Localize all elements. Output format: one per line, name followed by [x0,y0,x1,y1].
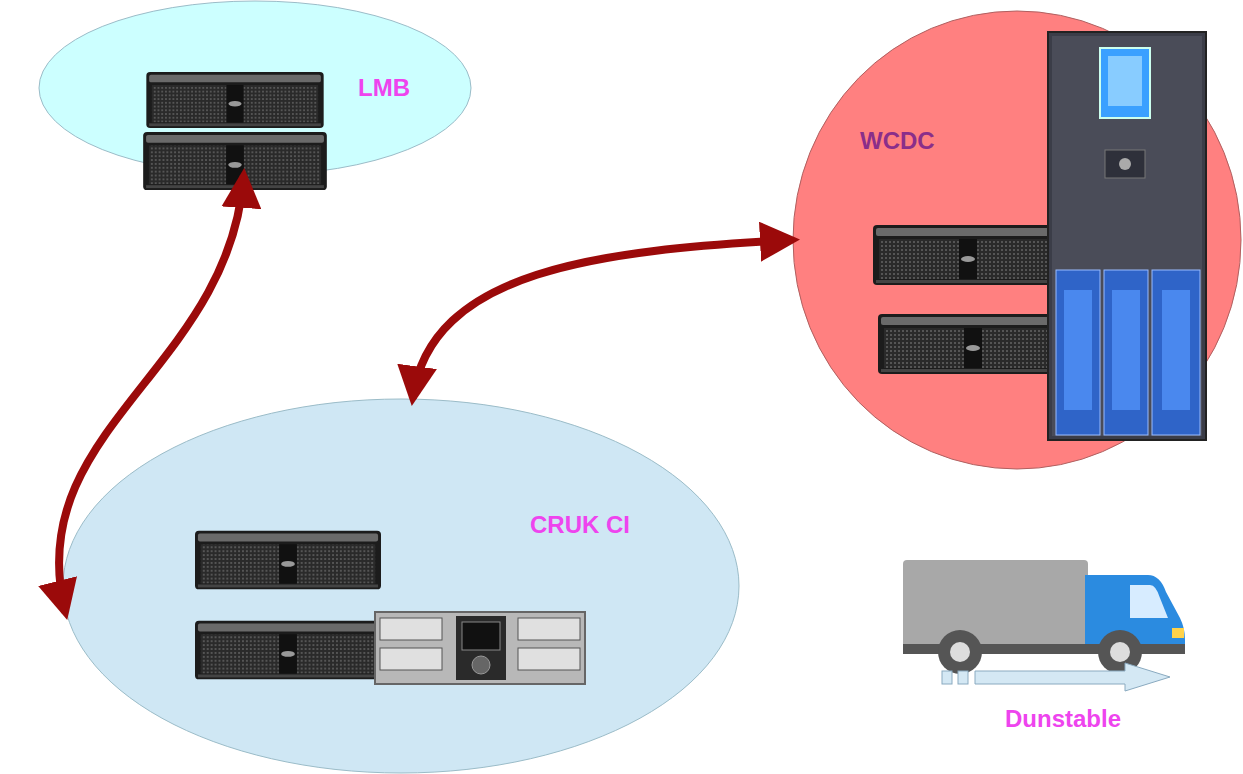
site-ellipse: LMB [38,0,472,176]
site-ellipse-outline [62,398,740,774]
label-wrap: Dunstable [1005,705,1121,733]
server [143,132,327,190]
site-name: CRUK CI [530,511,630,538]
site-name: LMB [358,74,410,101]
tape-autoloader [375,612,585,684]
direction-arrow [942,663,1170,691]
server [878,314,1068,374]
label-wrap: CRUK CI [530,511,630,539]
link-arrow [59,176,244,612]
server [195,531,381,590]
truck [903,560,1185,674]
server [873,225,1063,285]
label-wrap: LMB [358,74,410,102]
site-circle-outline [792,10,1242,470]
tape-library [1048,32,1206,440]
destination-label: Dunstable [1005,705,1121,732]
server [146,72,323,128]
site-circle: WCDC [792,10,1242,470]
label-wrap: WCDC [860,127,935,155]
site-name: WCDC [860,127,935,154]
server [195,621,381,680]
link-arrow [413,240,792,398]
site-ellipse: CRUK CI [62,398,740,774]
